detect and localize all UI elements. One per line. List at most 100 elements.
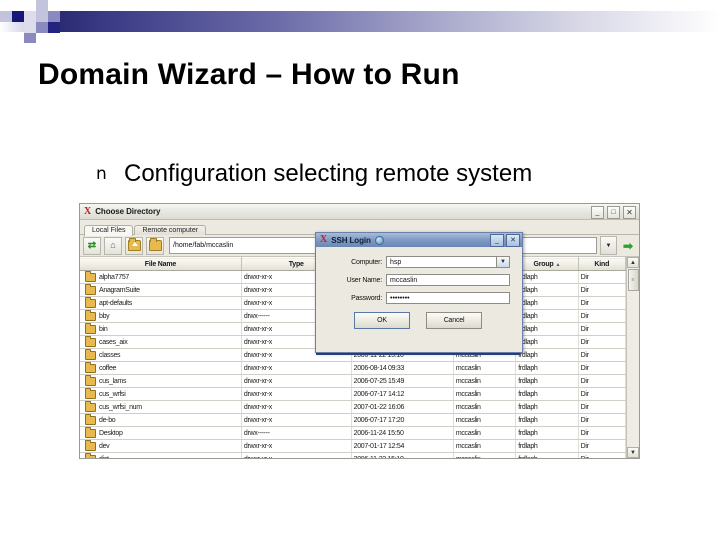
cell-kind: Dir bbox=[578, 348, 627, 362]
folder-icon bbox=[85, 452, 96, 458]
column-header-kind[interactable]: Kind bbox=[578, 257, 627, 271]
cell-kind: Dir bbox=[578, 374, 627, 388]
cell-group: frdlaph bbox=[515, 413, 579, 427]
x-window-icon: X bbox=[84, 205, 92, 217]
cell-file-name: dev bbox=[80, 439, 242, 453]
tab-local-files[interactable]: Local Files bbox=[84, 225, 134, 236]
cell-owner: mccaslin bbox=[453, 400, 517, 414]
sort-ascending-icon: ▲ bbox=[555, 261, 561, 268]
cell-date: 2006-07-25 15:49 bbox=[351, 374, 454, 388]
ssh-x-icon: X bbox=[320, 234, 328, 245]
password-input[interactable]: •••••••• bbox=[386, 292, 510, 304]
deco-square-1 bbox=[0, 11, 12, 22]
folder-icon bbox=[85, 348, 96, 360]
cancel-button[interactable]: Cancel bbox=[426, 312, 482, 329]
computer-field-row: Computer: hsp ▼ bbox=[326, 256, 510, 268]
cell-group: frdlaph bbox=[515, 283, 579, 297]
cell-file-name: coffee bbox=[80, 361, 242, 375]
refresh-button[interactable]: ⇄ bbox=[83, 236, 101, 255]
go-button[interactable]: ➡ bbox=[620, 237, 636, 254]
folder-icon bbox=[85, 374, 96, 386]
close-button[interactable]: ✕ bbox=[623, 206, 636, 219]
cell-owner: mccaslin bbox=[453, 452, 517, 458]
cell-date: 2007-01-17 12:54 bbox=[351, 439, 454, 453]
cell-owner: mccaslin bbox=[453, 426, 517, 440]
folder-icon bbox=[85, 270, 96, 282]
home-button[interactable]: ⌂ bbox=[104, 236, 122, 255]
minimize-button[interactable]: _ bbox=[591, 206, 604, 219]
cell-file-name: apt-defaults bbox=[80, 296, 242, 310]
username-input[interactable]: mccaslin bbox=[386, 274, 510, 286]
cell-kind: Dir bbox=[578, 322, 627, 336]
folder-icon bbox=[85, 400, 96, 412]
file-name-label: bin bbox=[99, 325, 108, 333]
cell-group: frdlaph bbox=[515, 322, 579, 336]
window-controls: _ □ ✕ bbox=[591, 206, 636, 219]
parent-folder-button[interactable] bbox=[125, 236, 143, 255]
cell-type: drwxr-xr-x bbox=[241, 387, 352, 401]
scroll-down-button[interactable]: ▼ bbox=[627, 447, 639, 458]
cell-kind: Dir bbox=[578, 452, 627, 458]
computer-input[interactable]: hsp bbox=[386, 256, 497, 268]
scroll-up-button[interactable]: ▲ bbox=[627, 257, 639, 268]
password-field-row: Password: •••••••• bbox=[326, 292, 510, 304]
folder-icon bbox=[85, 361, 96, 373]
cell-owner: mccaslin bbox=[453, 413, 517, 427]
embedded-screenshot: X Choose Directory _ □ ✕ Local Files Rem… bbox=[79, 203, 640, 459]
cell-kind: Dir bbox=[578, 387, 627, 401]
scrollbar-thumb[interactable]: ≡ bbox=[627, 269, 639, 291]
bullet-item: n Configuration selecting remote system bbox=[96, 160, 532, 188]
arrow-right-icon: ➡ bbox=[622, 238, 634, 253]
username-label: User Name: bbox=[346, 276, 383, 284]
column-header-group[interactable]: Group▲ bbox=[515, 257, 579, 271]
ssh-dialog-titlebar: X SSH Login _ ✕ bbox=[316, 233, 522, 247]
cell-owner: mccaslin bbox=[453, 374, 517, 388]
deco-square-7 bbox=[24, 22, 36, 33]
cell-group: frdlaph bbox=[515, 374, 579, 388]
file-name-label: apt-defaults bbox=[99, 299, 132, 307]
folder-icon bbox=[85, 296, 96, 308]
new-folder-button[interactable] bbox=[146, 236, 164, 255]
ssh-close-button[interactable]: ✕ bbox=[506, 234, 520, 247]
cell-type: drwxr-xr-x bbox=[241, 400, 352, 414]
cell-date: 2006-07-17 14:12 bbox=[351, 387, 454, 401]
computer-label: Computer: bbox=[351, 258, 382, 266]
cell-type: drwxr-xr-x bbox=[241, 452, 352, 458]
cell-kind: Dir bbox=[578, 413, 627, 427]
chevron-down-icon: ▼ bbox=[500, 259, 506, 265]
cell-file-name: alpha7757 bbox=[80, 270, 242, 284]
selected-row-highlight bbox=[316, 352, 520, 355]
cell-owner: mccaslin bbox=[453, 361, 517, 375]
maximize-button[interactable]: □ bbox=[607, 206, 620, 219]
file-name-label: dist bbox=[99, 455, 109, 459]
cell-owner: mccaslin bbox=[453, 387, 517, 401]
column-header-file-name[interactable]: File Name bbox=[80, 257, 242, 271]
cell-kind: Dir bbox=[578, 335, 627, 349]
tab-remote-computer[interactable]: Remote computer bbox=[134, 225, 207, 235]
deco-square-9 bbox=[48, 22, 60, 33]
file-name-label: classes bbox=[99, 351, 121, 359]
file-name-label: AnagramSuite bbox=[99, 286, 140, 294]
cell-date: 2006-08-14 09:33 bbox=[351, 361, 454, 375]
computer-dropdown-button[interactable]: ▼ bbox=[497, 256, 510, 268]
cell-type: drwx------ bbox=[241, 426, 352, 440]
password-label: Password: bbox=[351, 294, 382, 302]
path-dropdown-button[interactable]: ▼ bbox=[600, 236, 617, 255]
window-title: Choose Directory bbox=[95, 207, 161, 216]
ok-button[interactable]: OK bbox=[354, 312, 410, 329]
ssh-minimize-button[interactable]: _ bbox=[490, 234, 504, 247]
file-name-label: cus_wrfsi bbox=[99, 390, 126, 398]
cell-group: frdlaph bbox=[515, 309, 579, 323]
cell-group: frdlaph bbox=[515, 361, 579, 375]
ssh-login-dialog: X SSH Login _ ✕ Computer: hsp ▼ User Nam… bbox=[315, 232, 523, 353]
cell-file-name: AnagramSuite bbox=[80, 283, 242, 297]
vertical-scrollbar[interactable]: ▲ ≡ ▼ bbox=[626, 257, 639, 458]
